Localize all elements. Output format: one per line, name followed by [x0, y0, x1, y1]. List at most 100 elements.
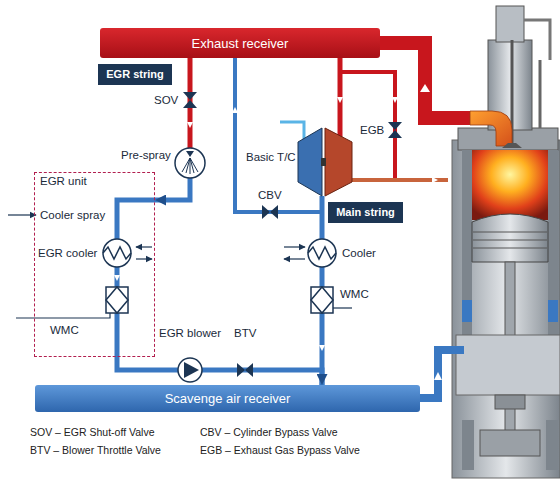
- pipe-work: [378, 43, 472, 118]
- flow-arrow: [136, 246, 152, 247]
- receiver-band: Scavenge air receiver: [35, 385, 420, 412]
- turbocharger: [298, 128, 322, 196]
- engine-illustration: [473, 232, 547, 233]
- component-label: SOV: [154, 93, 178, 107]
- pipe-flow-arrow: [319, 345, 325, 351]
- turbocharger: [321, 158, 326, 166]
- blower-symbol: [178, 358, 202, 382]
- heat-exchanger-symbol: [308, 247, 336, 259]
- valve-symbol: [237, 363, 245, 377]
- pipe-flow-arrow: [392, 97, 398, 103]
- pre-spray-symbol: [175, 148, 205, 178]
- pre-spray-symbol: [182, 158, 198, 174]
- exhaust-elbow: [470, 111, 512, 146]
- water-mist-catcher: [311, 287, 333, 313]
- engine-illustration: [472, 214, 548, 262]
- heat-exchanger-symbol: [103, 239, 336, 267]
- abbreviation-note: SOV – EGR Shut-off Valve: [30, 425, 155, 439]
- pre-spray-symbol: [175, 148, 205, 178]
- node-text: Exhaust receiver: [192, 36, 289, 51]
- pipe-flow-arrow: [187, 122, 193, 128]
- valve-symbol: [388, 122, 402, 130]
- valve-symbol: [183, 92, 197, 100]
- component-label: WMC: [340, 287, 369, 301]
- flow-arrow: [8, 214, 36, 215]
- abbreviation-note: EGB – Exhaust Gas Bypass Valve: [200, 443, 360, 457]
- engine-illustration: [524, 20, 550, 60]
- pipe-work: [338, 58, 343, 137]
- pipe-flow-arrow: [420, 84, 430, 92]
- component-label: WMC: [50, 323, 79, 337]
- component-label: Pre-spray: [121, 148, 171, 162]
- pipe-work: [352, 178, 448, 182]
- component-label: Basic T/C: [246, 150, 296, 164]
- water-mist-catcher: [106, 287, 128, 313]
- pipe-flow-arrow: [232, 107, 238, 113]
- string-tag: Main string: [328, 202, 403, 223]
- component-label: EGR blower: [159, 326, 221, 340]
- component-label: EGB: [360, 123, 384, 137]
- pipe-flow-arrow: [337, 97, 343, 103]
- engine-illustration: [539, 60, 542, 128]
- engine-illustration: [452, 6, 560, 478]
- valve-symbol: [388, 130, 402, 138]
- engine-illustration: [473, 248, 547, 249]
- heat-exchanger-symbol: [308, 239, 336, 267]
- pipe-flow-arrow: [434, 372, 442, 380]
- flow-arrow: [284, 246, 305, 247]
- water-mist-catcher: [16, 313, 110, 318]
- exhaust-elbow: [502, 143, 522, 148]
- receiver-band: Exhaust receiver: [100, 28, 380, 58]
- pipe-connector: [117, 357, 322, 385]
- valve-symbol: [183, 100, 197, 108]
- valve-symbol: [262, 205, 270, 219]
- blower-symbol: [184, 362, 199, 378]
- string-tag: EGR string: [98, 64, 172, 85]
- water-mist-catcher: [333, 307, 352, 308]
- pipe-flow-arrow: [114, 275, 120, 281]
- node-text: EGR unit: [40, 175, 87, 187]
- engine-illustration: [496, 6, 524, 42]
- component-label: Cooler: [342, 246, 376, 260]
- pipe-flow-arrow: [432, 177, 438, 183]
- water-mist-catcher: [16, 287, 352, 318]
- engine-illustration: [472, 150, 548, 220]
- engine-illustration: [456, 335, 560, 395]
- exhaust-elbow: [470, 111, 522, 148]
- engine-illustration: [480, 430, 540, 456]
- pipe-work: [235, 58, 322, 212]
- pipe-work: [418, 350, 464, 398]
- turbocharger: [298, 128, 352, 196]
- node-text: Scavenge air receiver: [165, 391, 291, 406]
- flow-arrow: [136, 258, 152, 259]
- engine-illustration: [452, 140, 560, 478]
- blower-symbol: [178, 358, 202, 382]
- abbreviation-note: CBV – Cylinder Bypass Valve: [200, 425, 338, 439]
- heat-exchanger-symbol: [103, 239, 131, 267]
- abbreviation-note: BTV – Blower Throttle Valve: [30, 443, 161, 457]
- engine-illustration: [462, 300, 472, 322]
- heat-exchanger-symbol: [103, 247, 131, 259]
- pre-spray-symbol: [186, 151, 194, 157]
- valve-symbol: [245, 363, 253, 377]
- component-label: EGR cooler: [38, 246, 97, 260]
- component-label: BTV: [234, 326, 256, 340]
- flow-arrow: [284, 258, 305, 259]
- flow-arrow: [8, 215, 305, 259]
- water-mist-catcher: [106, 287, 128, 313]
- node-text: Main string: [336, 204, 395, 221]
- engine-illustration: [473, 240, 547, 241]
- pipe-flow-arrow: [114, 84, 442, 380]
- engine-illustration: [462, 420, 474, 470]
- pipe-work: [117, 43, 472, 398]
- pipe-work: [280, 122, 304, 141]
- pipe-work: [117, 200, 155, 357]
- component-label: Cooler spray: [40, 208, 105, 222]
- engine-illustration: [462, 150, 472, 350]
- engine-illustration: [548, 300, 558, 322]
- engine-illustration: [546, 420, 558, 470]
- engine-illustration: [548, 150, 558, 350]
- component-label: CBV: [258, 188, 282, 202]
- node-text: EGR string: [106, 66, 163, 83]
- turbocharger: [325, 128, 352, 196]
